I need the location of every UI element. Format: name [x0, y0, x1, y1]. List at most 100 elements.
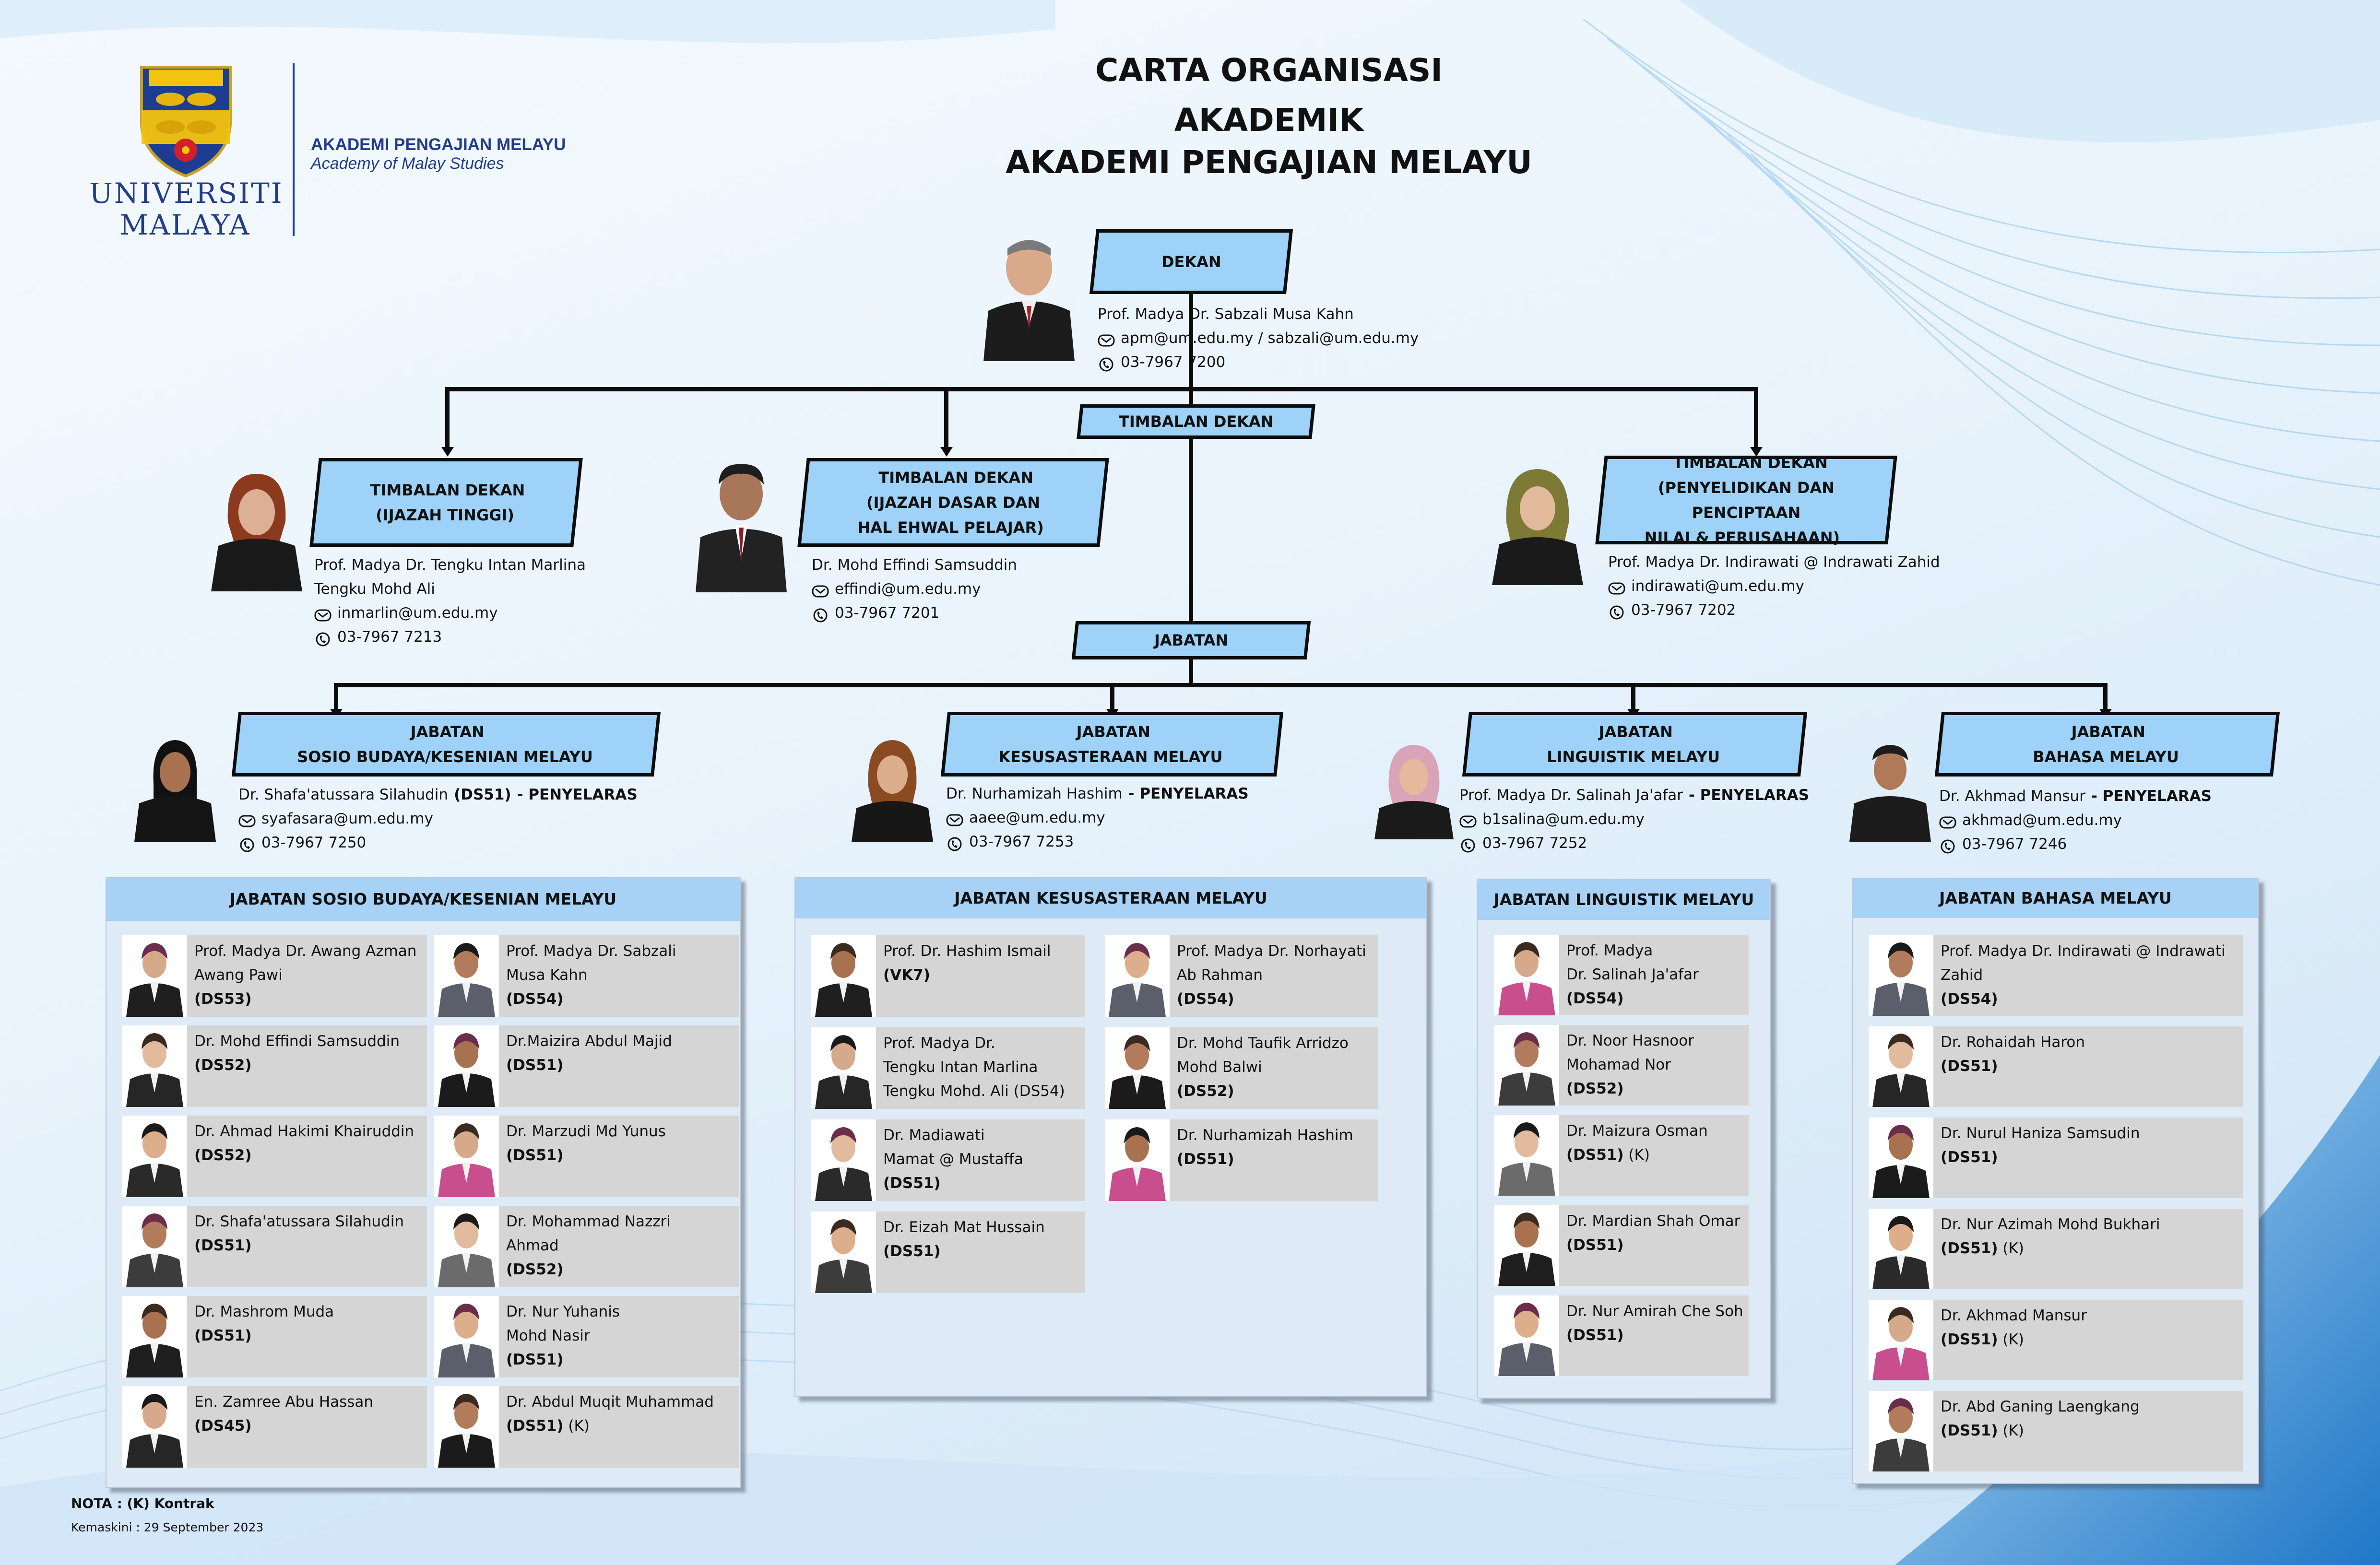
- staff-card: Dr. Noor Hasnoor Mohamad Nor(DS52): [1494, 1025, 1749, 1106]
- dept-2-email[interactable]: aaee@um.edu.my: [969, 809, 1105, 826]
- dept-4-email[interactable]: akhmad@um.edu.my: [1962, 812, 2122, 829]
- staff-name: Dr. Mashrom Muda: [194, 1303, 334, 1320]
- staff-grade-line: (DS52): [194, 1143, 423, 1167]
- staff-grade-line: (DS54): [1177, 987, 1374, 1011]
- dekan-photo: [979, 229, 1079, 361]
- staff-grade-line: (DS51) (K): [1941, 1236, 2239, 1260]
- staff-text: Dr. Maizura Osman(DS51) (K): [1566, 1119, 1745, 1167]
- staff-card: En. Zamree Abu Hassan(DS45): [122, 1386, 427, 1468]
- staff-grade: (DS52): [194, 1147, 252, 1164]
- staff-card: Prof. Madya Dr. Sabzali Musa Kahn(DS54): [434, 935, 739, 1017]
- staff-text: Dr. Abd Ganing Laengkang (DS51) (K): [1941, 1395, 2239, 1443]
- dept-1-head-info: Dr. Shafa'atussara Silahudin (DS51) - PEN…: [238, 783, 638, 855]
- staff-photo: [122, 1206, 187, 1287]
- staff-name: Dr. Nur Azimah Mohd Bukhari: [1941, 1216, 2160, 1233]
- dept-1-head-name: Dr. Shafa'atussara Silahudin: [238, 786, 449, 803]
- dept-4-head-info: Dr. Akhmad Mansur - PENYELARAS akhmad@um…: [1939, 784, 2212, 856]
- staff-card: Prof. Dr. Hashim Ismail(VK7): [811, 935, 1085, 1017]
- deputy-3-email[interactable]: indirawati@um.edu.my: [1631, 577, 1804, 595]
- staff-card: Dr. Rohaidah Haron(DS51): [1869, 1026, 2243, 1107]
- staff-photo: [122, 935, 187, 1017]
- staff-text: Dr. Rohaidah Haron(DS51): [1941, 1030, 2239, 1078]
- staff-photo: [811, 1027, 876, 1109]
- staff-name: Dr. Nur Yuhanis Mohd Nasir: [506, 1303, 620, 1344]
- dekan-email[interactable]: apm@um.edu.my / sabzali@um.edu.my: [1121, 329, 1419, 347]
- staff-text: Dr. Mardian Shah Omar(DS51): [1566, 1209, 1745, 1257]
- logo-text-bottom: MALAYA: [119, 209, 251, 241]
- staff-grade-line: (DS51) (K): [1941, 1419, 2239, 1443]
- staff-name: Dr. Maizura Osman: [1566, 1122, 1708, 1140]
- staff-grade: (DS53): [194, 990, 252, 1008]
- staff-text: Dr. Marzudi Md Yunus(DS51): [506, 1119, 735, 1167]
- staff-text: Prof. Madya Dr. Sabzali Musa Kahn(DS54): [506, 939, 735, 1011]
- staff-photo: [122, 1296, 187, 1377]
- staff-text: Prof. Dr. Hashim Ismail(VK7): [883, 939, 1081, 987]
- staff-grade-line: (DS53): [194, 987, 423, 1011]
- staff-grade-line: (DS54): [1941, 987, 2239, 1011]
- deputy-1-email[interactable]: inmarlin@um.edu.my: [337, 604, 498, 622]
- staff-grade-line: (DS51): [1177, 1147, 1374, 1171]
- dept-1-head-role: - PENYELARAS: [517, 786, 638, 803]
- footer-note: NOTA : (K) Kontrak: [71, 1495, 214, 1511]
- dept-3-email[interactable]: b1salina@um.edu.my: [1482, 811, 1645, 828]
- staff-grade: (DS51): [1177, 1151, 1234, 1168]
- deputy-2-info: Dr. Mohd Effindi Samsuddin effindi@um.ed…: [812, 553, 1017, 625]
- staff-photo: [434, 1116, 499, 1197]
- staff-card: Prof. Madya Dr. Tengku Intan Marlina Ten…: [811, 1027, 1085, 1109]
- staff-contract-flag: (K): [1623, 1146, 1650, 1164]
- deputy-2-email[interactable]: effindi@um.edu.my: [835, 580, 981, 598]
- staff-card: Dr. Madiawati Mamat @ Mustaffa(DS51): [811, 1119, 1085, 1201]
- staff-photo: [811, 935, 876, 1017]
- staff-grade-line: (DS54): [1566, 987, 1745, 1011]
- dept-4-head-photo: [1845, 731, 1936, 842]
- dept-3-box-line1: JABATAN: [1599, 722, 1673, 741]
- staff-grade-line: (VK7): [883, 963, 1081, 987]
- staff-grade: (DS51): [1941, 1149, 1998, 1166]
- dept-1-head-photo: [130, 731, 221, 842]
- phone-icon: [1459, 836, 1477, 853]
- staff-name: Dr. Nurhamizah Hashim: [1177, 1127, 1353, 1144]
- dept-3-head-role: - PENYELARAS: [1689, 787, 1810, 804]
- staff-name: Dr. Abd Ganing Laengkang: [1941, 1398, 2140, 1415]
- email-icon: [946, 811, 963, 826]
- staff-card: Dr. Eizah Mat Hussain(DS51): [811, 1212, 1085, 1293]
- staff-text: Dr. Nur Amirah Che Soh(DS51): [1566, 1299, 1745, 1347]
- staff-text: Dr. Abdul Muqit Muhammad(DS51) (K): [506, 1390, 735, 1438]
- staff-text: Dr. Mohd Taufik Arridzo Mohd Balwi(DS52): [1177, 1031, 1374, 1103]
- phone-icon: [946, 835, 963, 851]
- dept-4-box-line2: BAHASA MELAYU: [2033, 747, 2179, 766]
- staff-photo: [434, 935, 499, 1017]
- staff-name: Dr. Nurul Haniza Samsudin: [1941, 1125, 2140, 1142]
- panel-bahasa-title: JABATAN BAHASA MELAYU: [1853, 879, 2258, 918]
- staff-card: Dr. Mardian Shah Omar(DS51): [1494, 1205, 1749, 1286]
- staff-name: Prof. Madya Dr. Tengku Intan Marlina Ten…: [883, 1035, 1065, 1100]
- staff-grade-line: (DS52): [1566, 1077, 1745, 1101]
- staff-name: Dr. Mardian Shah Omar: [1566, 1212, 1741, 1230]
- staff-name: Dr. Nur Amirah Che Soh: [1566, 1303, 1743, 1320]
- deputy-3-box-line3: NILAI & PERUSAHAAN): [1645, 528, 1840, 547]
- dept-2-head-name: Dr. Nurhamizah Hashim: [946, 785, 1123, 802]
- staff-name: Dr. Eizah Mat Hussain: [883, 1219, 1045, 1236]
- footer-updated: Kemaskini : 29 September 2023: [71, 1520, 264, 1534]
- staff-text: Dr. Eizah Mat Hussain(DS51): [883, 1215, 1081, 1263]
- staff-grade-line: (DS51): [506, 1348, 735, 1372]
- deputy-3-info: Prof. Madya Dr. Indirawati @ Indrawati Z…: [1608, 550, 1940, 622]
- phone-icon: [314, 630, 332, 647]
- dept-1-email[interactable]: syafasara@um.edu.my: [261, 810, 433, 827]
- dept-2-box-line1: JABATAN: [1076, 722, 1150, 741]
- staff-text: Dr. Ahmad Hakimi Khairuddin(DS52): [194, 1119, 423, 1167]
- phone-icon: [1098, 355, 1115, 372]
- dept-4-box-line1: JABATAN: [2072, 722, 2146, 741]
- jabatan-box: JABATAN: [1071, 621, 1311, 659]
- staff-card: Prof. Madya Dr. Indirawati @ Indrawati Z…: [1869, 935, 2243, 1016]
- staff-card: Prof. Madya Dr. Norhayati Ab Rahman(DS54…: [1105, 935, 1378, 1017]
- staff-grade: (DS52): [194, 1057, 252, 1074]
- staff-name: Dr. Rohaidah Haron: [1941, 1034, 2085, 1051]
- staff-photo: [1105, 935, 1170, 1017]
- staff-name: En. Zamree Abu Hassan: [194, 1393, 374, 1411]
- staff-name: Prof. Madya Dr. Awang Azman Awang Pawi: [194, 942, 417, 984]
- dept-1-head-grade: (DS51): [454, 786, 511, 803]
- staff-card: Dr. Nurhamizah Hashim (DS51): [1105, 1119, 1378, 1201]
- staff-grade: (DS51): [1941, 1240, 1998, 1257]
- staff-text: Prof. Madya Dr. Awang Azman Awang Pawi (D…: [194, 939, 423, 1011]
